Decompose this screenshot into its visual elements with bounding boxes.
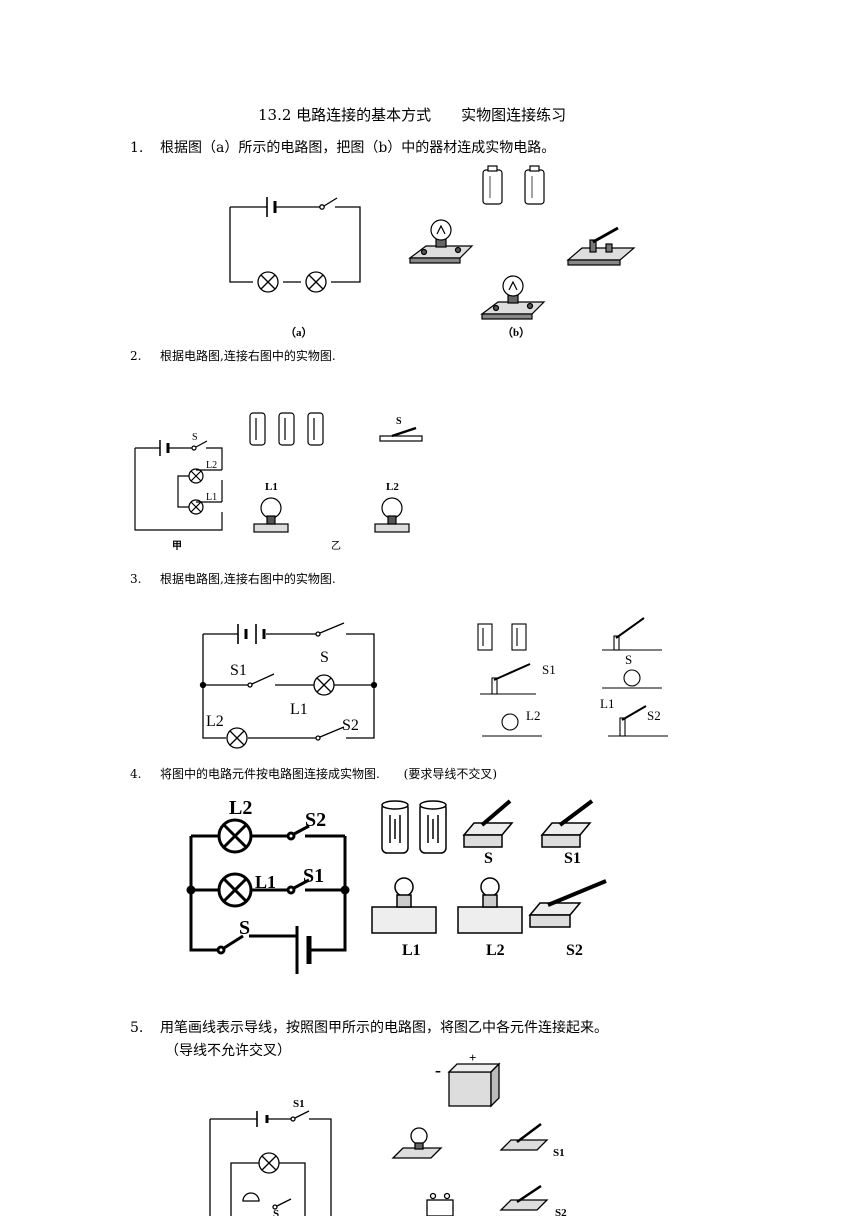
question-number: 5. — [130, 1020, 144, 1036]
question-3: 3. 根据电路图,连接右图中的实物图. — [130, 570, 336, 587]
question-number: 4. — [130, 767, 142, 781]
svg-text:L1: L1 — [402, 942, 421, 959]
svg-text:L1: L1 — [600, 696, 614, 711]
question-2: 2. 根据电路图,连接右图中的实物图. — [130, 347, 336, 364]
svg-text:S: S — [273, 1208, 279, 1216]
battery-box — [447, 1062, 501, 1108]
svg-text:L2: L2 — [386, 481, 399, 493]
question-number: 3. — [130, 572, 142, 586]
question-number: 1. — [130, 140, 144, 156]
knife-switch — [499, 1123, 549, 1151]
knife-switch — [462, 799, 514, 848]
battery-cell — [249, 412, 266, 446]
bulb-on-base — [602, 669, 662, 689]
svg-text:S1: S1 — [564, 850, 581, 867]
question-text: 将图中的电路元件按电路图连接成实物图. — [160, 767, 380, 781]
knife-switch — [499, 1184, 549, 1211]
bell-device — [426, 1192, 454, 1216]
svg-text:S1: S1 — [293, 1098, 305, 1110]
svg-text:S2: S2 — [555, 1207, 567, 1216]
svg-text:S1: S1 — [230, 662, 247, 679]
question-5: 5. 用笔画线表示导线，按照图甲所示的电路图，将图乙中各元件连接起来。 — [130, 1017, 608, 1037]
battery-cell — [419, 800, 447, 854]
question-4: 4. 将图中的电路元件按电路图连接成实物图. (要求导线不交叉) — [130, 765, 497, 782]
question-number: 2. — [130, 349, 142, 363]
question-text: 根据图（a）所示的电路图，把图（b）中的器材连成实物电路。 — [160, 140, 556, 156]
q4-real-components: S S1 L1 L2 S2 — [371, 799, 607, 959]
svg-text:S1: S1 — [553, 1147, 565, 1159]
knife-switch — [540, 799, 594, 848]
knife-switch — [608, 705, 668, 737]
bulb-on-base — [457, 877, 523, 934]
svg-text:L2: L2 — [486, 942, 505, 959]
battery-cell — [278, 412, 295, 446]
knife-switch — [528, 879, 607, 928]
q4-circuit-diagram: L2 S2 L1 S1 S — [186, 797, 350, 974]
plus-sign: + — [469, 1050, 476, 1065]
battery-cell — [524, 165, 545, 205]
svg-text:S: S — [625, 652, 632, 667]
svg-text:S: S — [484, 850, 493, 867]
question-1: 1. 根据图（a）所示的电路图，把图（b）中的器材连成实物电路。 — [130, 137, 555, 157]
label-jia: 甲 — [172, 540, 182, 552]
question-note: (要求导线不交叉) — [403, 767, 498, 781]
svg-text:S2: S2 — [305, 809, 326, 831]
bulb-on-base — [482, 713, 542, 737]
svg-text:S2: S2 — [342, 717, 359, 734]
lamp-symbol — [257, 271, 279, 293]
battery-cell — [381, 800, 409, 854]
question-text: 用笔画线表示导线，按照图甲所示的电路图，将图乙中各元件连接起来。 — [160, 1020, 608, 1036]
q2-figures: S L2 L1 甲 S L1 L2 乙 — [134, 412, 423, 552]
bulb-on-base — [391, 1127, 443, 1159]
svg-text:S1: S1 — [303, 865, 324, 887]
question-text: 根据电路图,连接右图中的实物图. — [160, 349, 336, 363]
knife-switch — [602, 617, 662, 651]
battery-cell — [307, 412, 324, 446]
switch-symbol — [323, 197, 338, 207]
q3-circuit-diagram: S1 S L1 L2 S2 — [199, 622, 378, 749]
battery-cell — [511, 623, 527, 651]
knife-switch — [566, 226, 636, 266]
svg-text:S: S — [192, 432, 198, 443]
svg-text:L1: L1 — [255, 872, 276, 892]
q3-real-components: S1 S L2 L1 S2 — [477, 617, 668, 737]
q5-real-components: + - S1 S2 — [391, 1050, 567, 1216]
q1-circuit-diagram: （a） — [229, 197, 361, 339]
question-5-note: （导线不允许交叉） — [165, 1043, 291, 1059]
svg-text:L1: L1 — [290, 701, 308, 718]
caption-b: （b） — [502, 326, 530, 339]
svg-text:S: S — [320, 649, 329, 666]
knife-switch — [379, 426, 423, 442]
svg-text:L1: L1 — [206, 492, 217, 503]
svg-text:L2: L2 — [206, 460, 217, 471]
svg-text:S2: S2 — [647, 708, 661, 723]
minus-sign: - — [435, 1060, 441, 1080]
bell-symbol — [242, 1192, 260, 1202]
svg-text:L1: L1 — [265, 481, 278, 493]
svg-text:L2: L2 — [229, 797, 252, 819]
knife-switch — [480, 663, 536, 695]
question-text: 根据电路图,连接右图中的实物图. — [160, 572, 336, 586]
q2-circuit-diagram — [134, 440, 223, 531]
q1-real-components: （b） — [408, 165, 636, 339]
svg-text:L2: L2 — [526, 708, 540, 723]
battery-cell — [477, 623, 493, 651]
page-title: 13.2 电路连接的基本方式 实物图连接练习 — [258, 106, 567, 124]
svg-text:S1: S1 — [542, 662, 556, 677]
bulb-on-base — [371, 877, 437, 934]
bulb-on-base — [480, 275, 546, 320]
label-yi: 乙 — [331, 540, 341, 552]
q5-circuit-diagram: S1 S — [209, 1098, 332, 1216]
svg-text:S2: S2 — [566, 942, 583, 959]
bulb-on-base — [253, 497, 289, 533]
caption-a: （a） — [285, 326, 313, 339]
bulb-on-base — [408, 219, 474, 264]
bulb-on-base — [374, 497, 410, 533]
svg-text:S: S — [396, 416, 402, 427]
svg-text:S: S — [239, 917, 250, 939]
lamp-symbol — [305, 271, 327, 293]
battery-cell — [482, 165, 503, 205]
svg-text:L2: L2 — [206, 713, 224, 730]
